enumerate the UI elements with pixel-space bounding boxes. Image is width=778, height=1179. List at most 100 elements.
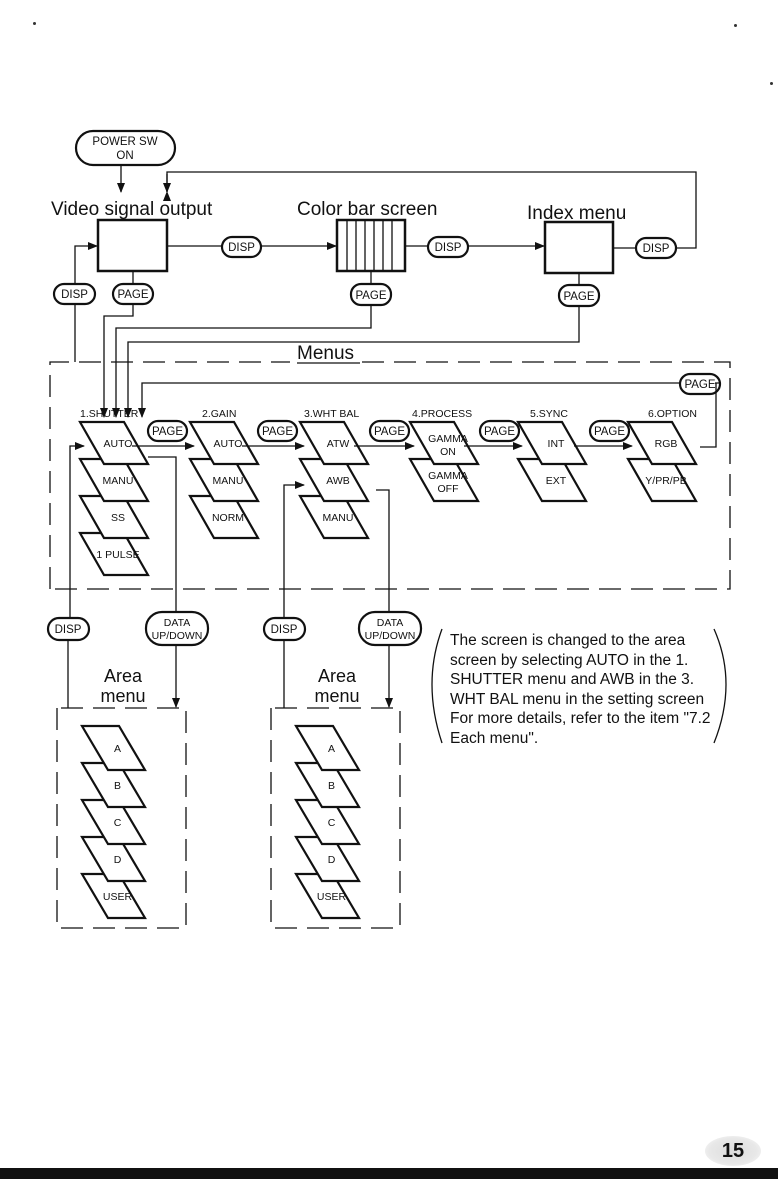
page-number: 15 [705, 1136, 761, 1166]
menu-option[interactable]: MANU [78, 457, 150, 503]
svg-text:DISP: DISP [228, 242, 255, 254]
power-switch-node: POWER SW ON [74, 129, 177, 167]
menu-option[interactable]: SS [78, 494, 150, 540]
menu-option[interactable]: NORM [188, 494, 260, 540]
menu-heading: 5.SYNC [530, 408, 568, 420]
menu-option[interactable]: ATW [298, 420, 370, 466]
svg-text:ATW: ATW [327, 438, 350, 450]
svg-text:D: D [328, 854, 336, 866]
svg-text:C: C [328, 817, 336, 829]
disp-button[interactable]: DISP [46, 616, 91, 642]
svg-text:UP/DOWN: UP/DOWN [152, 630, 203, 642]
page-button[interactable]: PAGE [368, 419, 411, 443]
area-menu-title: menu [314, 686, 359, 706]
disp-button[interactable]: DISP [262, 616, 307, 642]
speck [734, 24, 737, 27]
power-switch-label: POWER SW [92, 136, 157, 148]
menu-option[interactable]: INT [516, 420, 588, 466]
menu-option[interactable]: RGB [626, 420, 698, 466]
svg-text:PAGE: PAGE [152, 426, 183, 438]
power-switch-state: ON [116, 150, 133, 162]
svg-text:DATA: DATA [164, 617, 190, 629]
note-line: For more details, refer to the item "7.2 [450, 710, 711, 727]
page-button[interactable]: PAGE [557, 283, 601, 308]
svg-text:DISP: DISP [435, 242, 462, 254]
bottom-bar [0, 1168, 778, 1179]
note-brackets [431, 628, 727, 744]
menu-option[interactable]: AWB [298, 457, 370, 503]
svg-text:INT: INT [548, 438, 566, 450]
svg-text:AUTO: AUTO [214, 438, 243, 450]
disp-button[interactable]: DISP [220, 235, 263, 259]
note-line: The screen is changed to the area [450, 632, 686, 649]
color-bar-screen [335, 218, 407, 273]
menu-heading: 3.WHT BAL [304, 408, 359, 420]
note-line: Each menu". [450, 729, 539, 747]
menu-option[interactable]: AUTO [78, 420, 150, 466]
svg-text:DATA: DATA [377, 617, 403, 629]
svg-text:UP/DOWN: UP/DOWN [365, 630, 416, 642]
disp-button[interactable]: DISP [426, 235, 470, 259]
menu-option[interactable]: MANU [298, 494, 370, 540]
index-menu-title: Index menu [527, 203, 626, 224]
area-menu-title: Area [318, 666, 357, 686]
page-button[interactable]: PAGE [678, 372, 722, 396]
svg-text:MANU: MANU [323, 512, 354, 524]
page-button[interactable]: PAGE [588, 419, 631, 443]
svg-text:PAGE: PAGE [563, 291, 594, 303]
menu-option[interactable]: AUTO [188, 420, 260, 466]
page-button[interactable]: PAGE [146, 419, 189, 443]
disp-button[interactable]: DISP [634, 236, 678, 260]
svg-text:GAMMA: GAMMA [428, 433, 468, 445]
svg-text:DISP: DISP [61, 289, 88, 301]
page-button[interactable]: PAGE [349, 282, 393, 307]
page-button[interactable]: PAGE [111, 282, 155, 306]
menu-option[interactable]: 1 PULSE [78, 531, 150, 577]
note-line: SHUTTER menu and AWB in the 3. [450, 671, 695, 688]
page-button[interactable]: PAGE [478, 419, 521, 443]
svg-text:1 PULSE: 1 PULSE [96, 549, 139, 561]
svg-text:A: A [328, 743, 335, 755]
area-menu-title: Area [104, 666, 143, 686]
disp-button[interactable]: DISP [52, 282, 97, 306]
menu-heading: 1.SHUTTER [80, 408, 139, 420]
page-button[interactable]: PAGE [256, 419, 299, 443]
speck [770, 82, 773, 85]
menu-option[interactable]: MANU [188, 457, 260, 503]
svg-text:D: D [114, 854, 122, 866]
area-menus: DISPDATAUP/DOWNAreamenuUSERDCBADISPDATAU… [46, 610, 423, 929]
svg-text:NORM: NORM [212, 512, 244, 524]
svg-text:OFF: OFF [438, 483, 459, 495]
svg-text:GAMMA: GAMMA [428, 470, 468, 482]
svg-text:AWB: AWB [326, 475, 350, 487]
video-signal-output-title: Video signal output [51, 199, 213, 220]
area-screen-note: The screen is changed to the area screen… [431, 628, 750, 748]
area-option[interactable]: A [294, 724, 361, 772]
video-output-screen [96, 218, 169, 273]
area-option[interactable]: A [80, 724, 147, 772]
svg-text:A: A [114, 743, 121, 755]
svg-text:DISP: DISP [55, 624, 82, 636]
svg-text:C: C [114, 817, 122, 829]
svg-text:USER: USER [317, 891, 347, 903]
menu-column: 5.SYNC EXT INT [516, 408, 588, 503]
svg-text:Y/PR/PB: Y/PR/PB [645, 475, 686, 487]
menu-option[interactable]: Y/PR/PB [626, 457, 698, 503]
svg-text:PAGE: PAGE [374, 426, 405, 438]
svg-text:B: B [114, 780, 121, 792]
menu-option[interactable]: EXT [516, 457, 588, 503]
svg-text:PAGE: PAGE [594, 426, 625, 438]
svg-text:ON: ON [440, 446, 456, 458]
